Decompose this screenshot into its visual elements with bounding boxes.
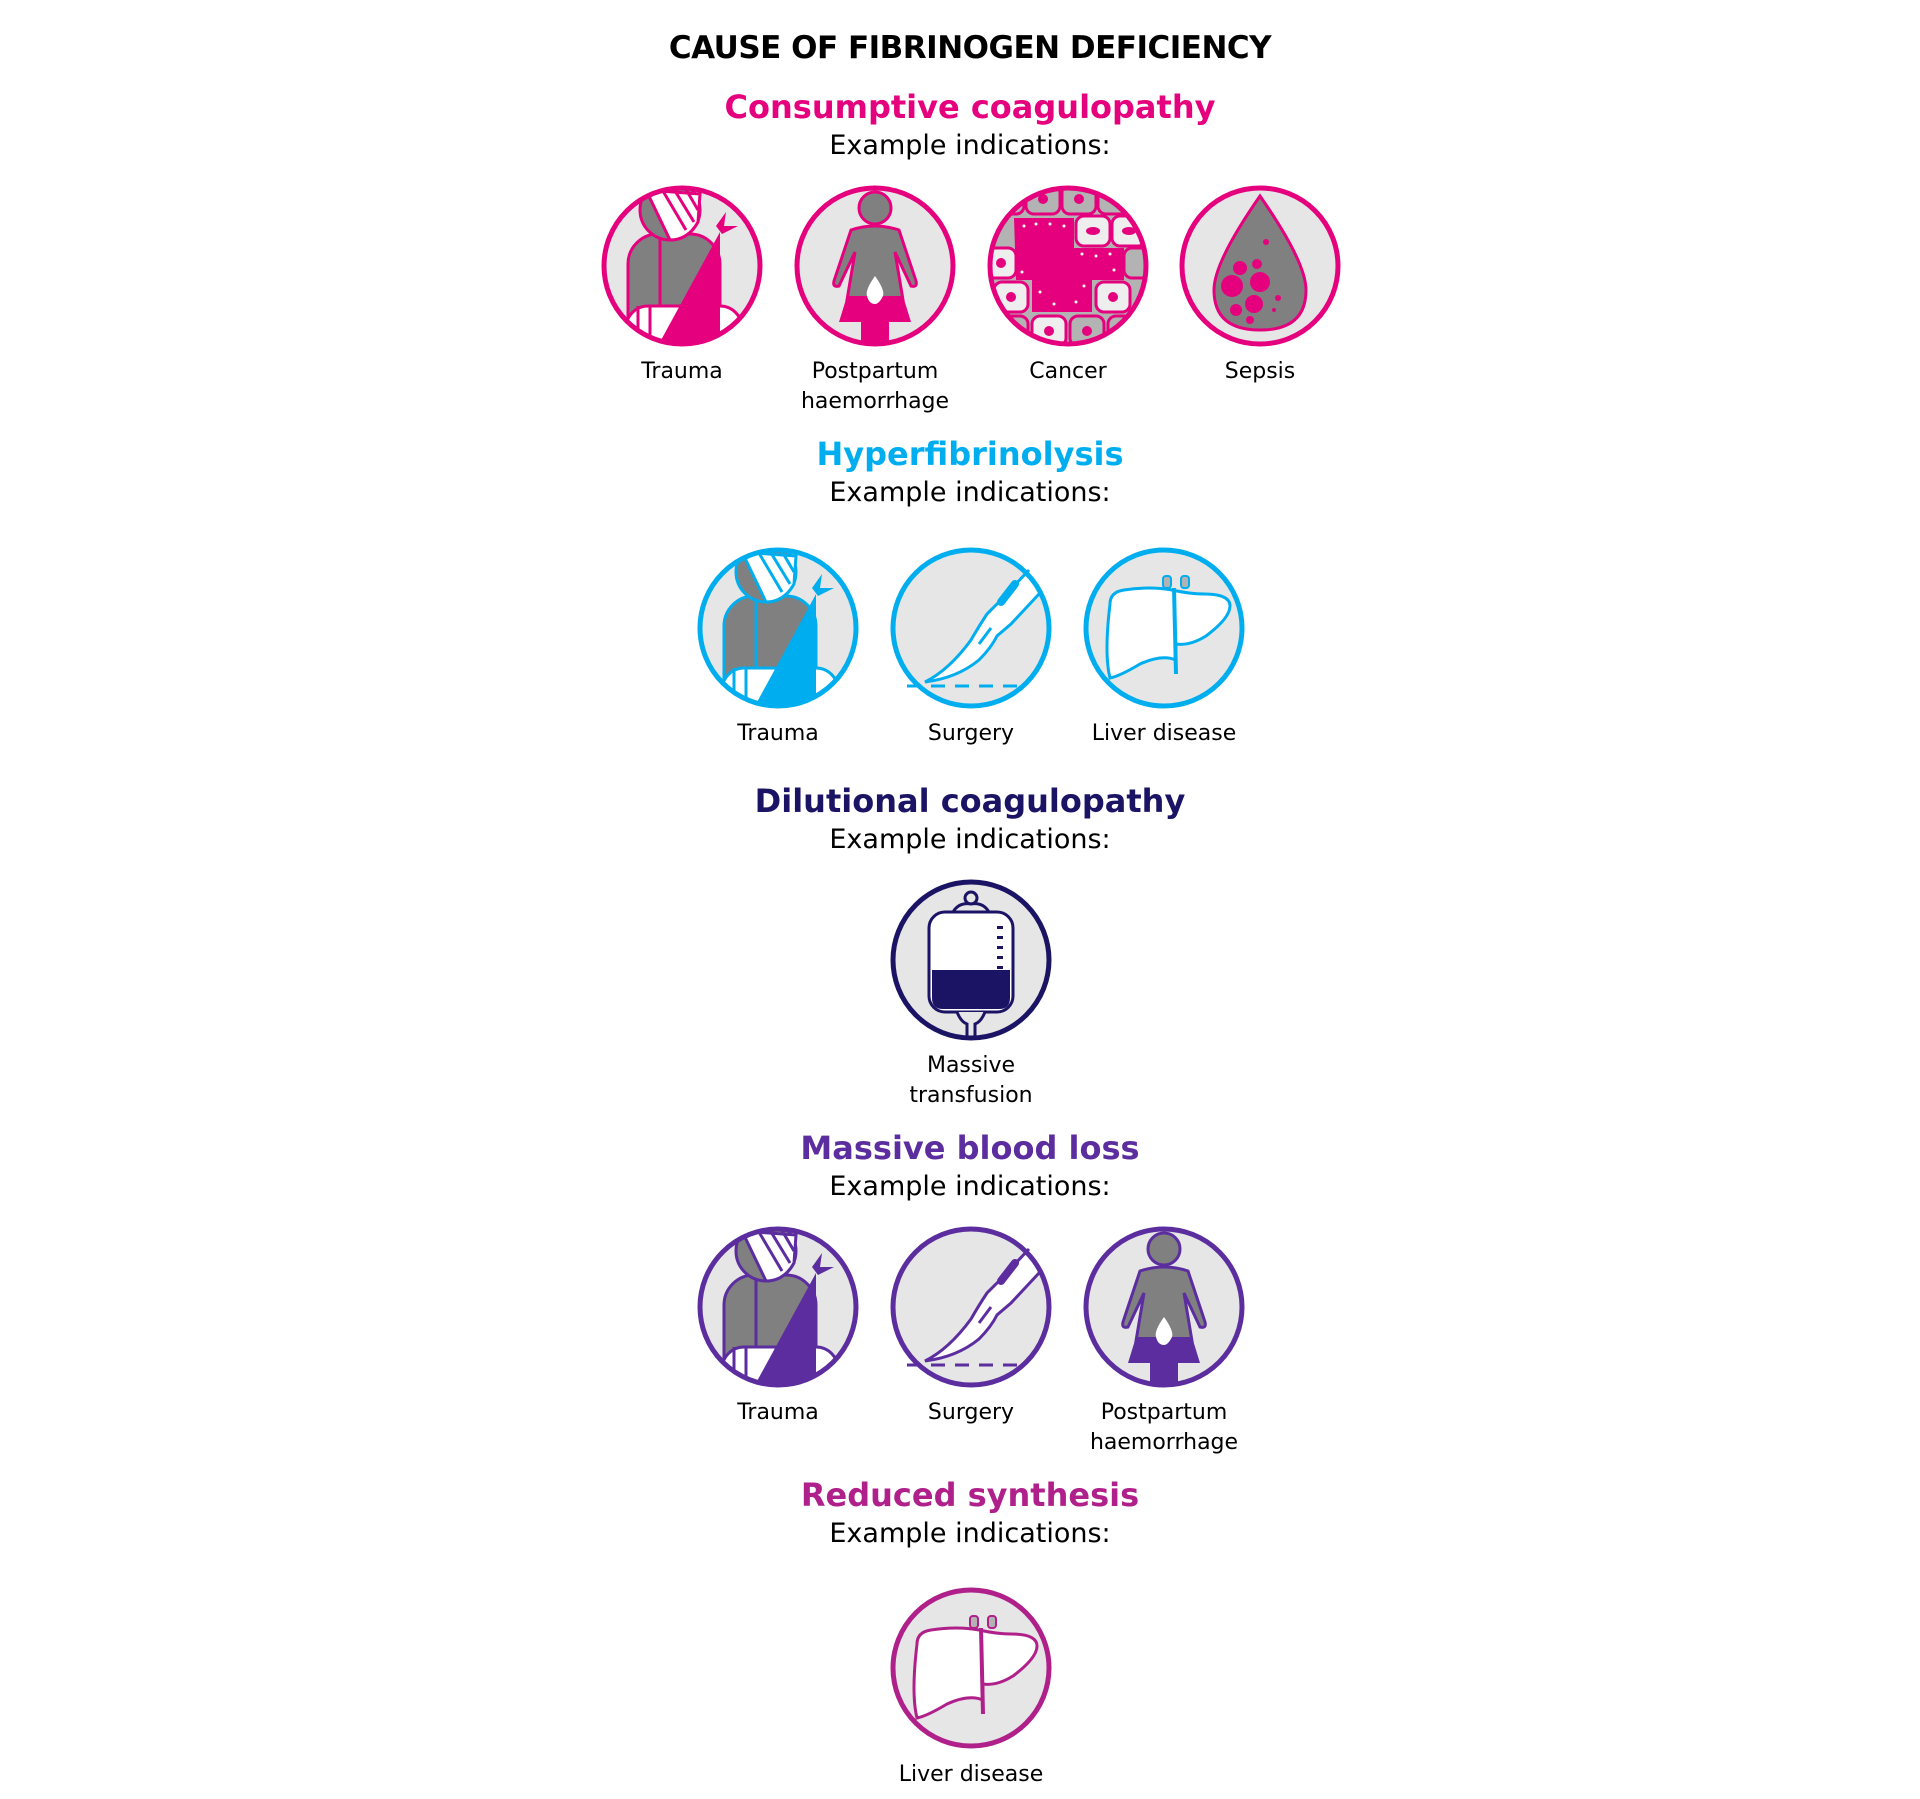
blood-bag-icon — [887, 876, 1055, 1044]
section-heading: Consumptive coagulopathy — [724, 88, 1216, 126]
section-heading: Dilutional coagulopathy — [754, 782, 1186, 820]
trauma-icon — [694, 1223, 862, 1391]
indication-label: Surgery — [927, 721, 1015, 746]
section-subheading: Example indications: — [829, 130, 1111, 161]
liver-icon — [1080, 544, 1248, 712]
section-heading: Massive blood loss — [800, 1129, 1140, 1167]
section-heading: Hyperfibrinolysis — [816, 435, 1124, 473]
section-subheading: Example indications: — [829, 1518, 1111, 1549]
page-title: CAUSE OF FIBRINOGEN DEFICIENCY — [668, 30, 1272, 66]
indication-label: Liver disease — [898, 1762, 1044, 1787]
indication-label: Liver disease — [1091, 721, 1237, 746]
section-heading: Reduced synthesis — [800, 1476, 1140, 1514]
indication-label: Trauma — [737, 721, 819, 746]
cancer-icon — [984, 182, 1152, 350]
postpartum-haemorrhage-icon — [1080, 1223, 1248, 1391]
indication-label: Trauma — [737, 1400, 819, 1425]
sepsis-icon — [1176, 182, 1344, 350]
indication-label: Surgery — [927, 1400, 1015, 1425]
indication-label: Cancer — [1029, 359, 1107, 384]
trauma-icon — [694, 544, 862, 712]
section-subheading: Example indications: — [829, 477, 1111, 508]
scalpel-icon — [887, 544, 1055, 712]
indication-label: Trauma — [641, 359, 723, 384]
postpartum-haemorrhage-icon — [791, 182, 959, 350]
liver-icon — [887, 1584, 1055, 1752]
indication-label: Sepsis — [1224, 359, 1296, 384]
section-subheading: Example indications: — [829, 824, 1111, 855]
scalpel-icon — [887, 1223, 1055, 1391]
section-subheading: Example indications: — [829, 1171, 1111, 1202]
trauma-icon — [598, 182, 766, 350]
